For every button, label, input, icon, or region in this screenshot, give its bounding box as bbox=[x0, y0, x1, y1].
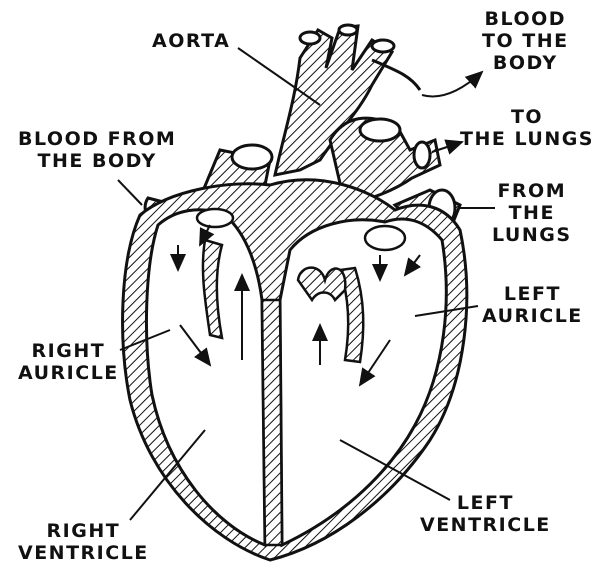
left-auricle-opening bbox=[363, 224, 407, 252]
flow-arrow bbox=[179, 324, 212, 367]
flow-arrow bbox=[358, 339, 391, 387]
leader-aorta bbox=[237, 47, 321, 106]
flow-arrow bbox=[403, 254, 421, 277]
label-from-the-lungs: FROM THE LUNGS bbox=[492, 180, 572, 246]
leader-right-ventricle bbox=[129, 429, 206, 521]
label-blood-to-the-body: BLOOD TO THE BODY bbox=[482, 8, 569, 74]
right-auricle-opening bbox=[195, 207, 235, 229]
flow-arrow bbox=[199, 224, 215, 247]
label-right-ventricle: RIGHT VENTRICLE bbox=[18, 520, 149, 564]
leader-right-auricle bbox=[119, 329, 171, 351]
leader-left-auricle bbox=[414, 305, 479, 317]
label-blood-from-the-body: BLOOD FROM THE BODY bbox=[18, 128, 177, 172]
septum-wall bbox=[260, 298, 284, 547]
pulmonary-artery-vessel bbox=[328, 116, 442, 207]
leader-blood-to-body bbox=[421, 70, 484, 98]
label-left-ventricle: LEFT VENTRICLE bbox=[420, 492, 551, 536]
left-valve-flap bbox=[338, 266, 365, 364]
label-left-auricle: LEFT AURICLE bbox=[482, 283, 583, 327]
right-valve-flap bbox=[201, 238, 224, 340]
label-to-the-lungs: TO THE LUNGS bbox=[460, 106, 594, 150]
leader-left-ventricle bbox=[339, 439, 451, 501]
label-aorta: AORTA bbox=[152, 30, 231, 52]
label-right-auricle: RIGHT AURICLE bbox=[18, 340, 119, 384]
leader-to-lungs bbox=[431, 139, 464, 155]
leader-blood-from-body bbox=[117, 179, 143, 206]
leader-lines bbox=[117, 47, 495, 521]
aortic-valve bbox=[296, 266, 347, 303]
flow-arrows bbox=[170, 224, 421, 387]
